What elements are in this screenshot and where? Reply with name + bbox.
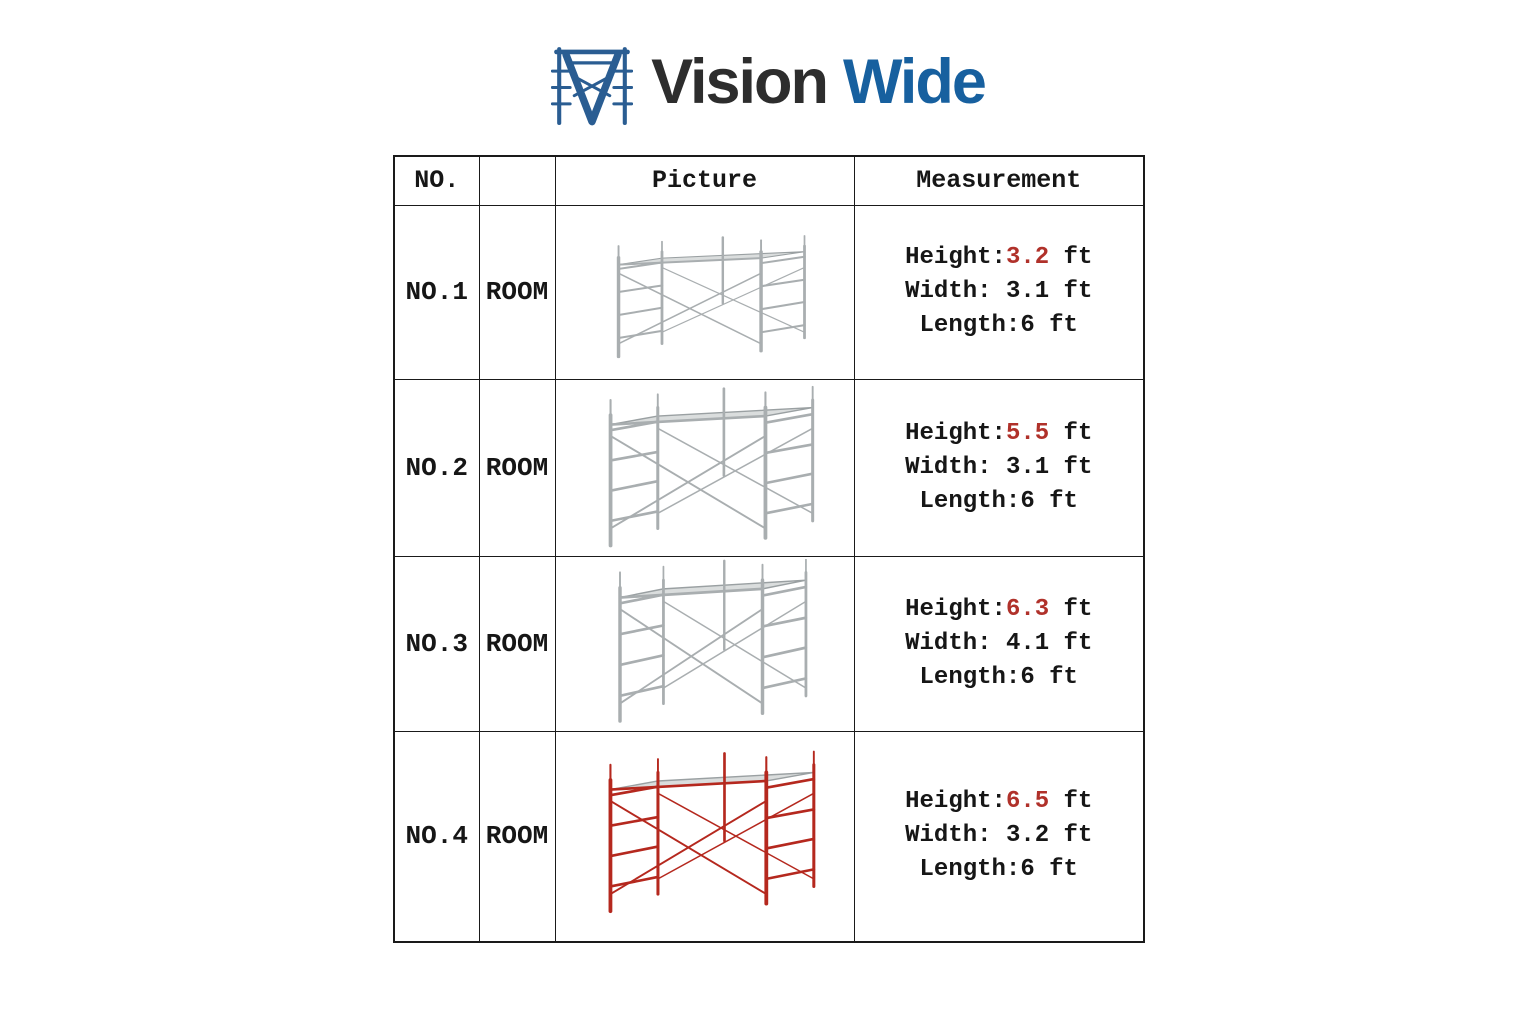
scaffold-product-image <box>608 384 815 547</box>
measure-value-width: 3.2 <box>1005 822 1050 850</box>
product-no: NO.3 <box>393 555 480 732</box>
measure-label: Length: <box>919 312 1021 339</box>
measure-value-length: 6 <box>1020 856 1035 884</box>
measure-label: Width: <box>905 822 1006 850</box>
scaffold-product-image <box>617 558 808 723</box>
table-row: NO.4 ROOM Height:6.5 ft Width: 3.2 ft Le… <box>393 730 1145 943</box>
measure-unit: ft <box>1049 244 1093 271</box>
product-type: ROOM <box>478 204 556 380</box>
measure-label: Width: <box>905 629 1006 657</box>
width-line: Width: 3.1 ft <box>855 275 1143 309</box>
product-picture-cell <box>554 204 855 380</box>
table-row: NO.3 ROOM Height:6.3 ft Width: 4.1 ft Le… <box>393 555 1145 732</box>
width-line: Width: 3.2 ft <box>855 819 1143 853</box>
measurement-cell: Height:6.3 ft Width: 4.1 ft Length:6 ft <box>853 555 1145 732</box>
product-type: ROOM <box>478 730 556 943</box>
measure-unit: ft <box>1034 312 1078 339</box>
table-row: NO.2 ROOM Height:5.5 ft Width: 3.1 ft Le… <box>393 378 1145 557</box>
brand-name-primary: Vision <box>651 47 829 117</box>
measure-value-width: 3.1 <box>1005 453 1050 481</box>
measure-value-height: 3.2 <box>1005 244 1050 271</box>
length-line: Length:6 ft <box>855 485 1143 519</box>
measure-label: Length: <box>919 487 1021 515</box>
measure-label: Height: <box>905 595 1006 623</box>
table-row: NO.1 ROOM Height:3.2 ft Width: 3.1 ft Le… <box>393 204 1145 380</box>
scaffold-product-image <box>616 234 806 359</box>
measure-unit: ft <box>1034 487 1078 515</box>
measure-value-width: 4.1 <box>1005 629 1050 657</box>
scaffold-logo-icon <box>551 47 634 126</box>
measure-label: Width: <box>905 278 1006 305</box>
col-header-type <box>478 155 556 206</box>
measure-value-length: 6 <box>1020 487 1035 515</box>
product-picture-cell <box>554 378 855 557</box>
length-line: Length:6 ft <box>855 661 1143 695</box>
measure-unit: ft <box>1034 856 1078 884</box>
product-type: ROOM <box>478 378 556 557</box>
height-line: Height:3.2 ft <box>855 241 1143 275</box>
measure-unit: ft <box>1049 822 1093 850</box>
height-line: Height:5.5 ft <box>855 417 1143 451</box>
measure-label: Height: <box>905 244 1006 271</box>
product-no: NO.2 <box>393 378 480 557</box>
measure-value-height: 6.3 <box>1005 595 1050 623</box>
col-header-picture: Picture <box>554 155 855 206</box>
col-header-measurement: Measurement <box>853 155 1145 206</box>
measure-label: Height: <box>905 788 1006 816</box>
measure-unit: ft <box>1049 453 1093 481</box>
measure-label: Length: <box>919 663 1021 691</box>
scaffold-product-image <box>608 749 816 914</box>
measurement-cell: Height:3.2 ft Width: 3.1 ft Length:6 ft <box>853 204 1145 380</box>
measure-unit: ft <box>1034 663 1078 691</box>
col-header-no: NO. <box>393 155 480 206</box>
product-picture-cell <box>554 730 855 943</box>
width-line: Width: 4.1 ft <box>855 627 1143 661</box>
measurement-cell: Height:5.5 ft Width: 3.1 ft Length:6 ft <box>853 378 1145 557</box>
measure-unit: ft <box>1049 595 1093 623</box>
height-line: Height:6.3 ft <box>855 593 1143 627</box>
product-no: NO.1 <box>393 204 480 380</box>
measure-value-height: 6.5 <box>1005 788 1050 816</box>
measure-label: Height: <box>905 419 1006 447</box>
brand-name-secondary: Wide <box>842 47 987 117</box>
measurement-cell: Height:6.5 ft Width: 3.2 ft Length:6 ft <box>853 730 1145 943</box>
measure-unit: ft <box>1049 278 1093 305</box>
product-spec-table: NO. Picture Measurement NO.1 ROOM <box>393 155 1145 943</box>
measure-value-length: 6 <box>1020 312 1035 339</box>
measure-label: Length: <box>919 856 1021 884</box>
measure-value-width: 3.1 <box>1005 278 1050 305</box>
length-line: Length:6 ft <box>855 309 1143 343</box>
product-picture-cell <box>554 555 855 732</box>
length-line: Length:6 ft <box>855 853 1143 887</box>
product-type: ROOM <box>478 555 556 732</box>
height-line: Height:6.5 ft <box>855 785 1143 819</box>
product-no: NO.4 <box>393 730 480 943</box>
measure-value-length: 6 <box>1020 663 1035 691</box>
measure-unit: ft <box>1049 629 1093 657</box>
measure-value-height: 5.5 <box>1005 419 1050 447</box>
table-header-row: NO. Picture Measurement <box>393 155 1145 206</box>
measure-label: Width: <box>905 453 1006 481</box>
measure-unit: ft <box>1049 788 1093 816</box>
width-line: Width: 3.1 ft <box>855 451 1143 485</box>
measure-unit: ft <box>1049 419 1093 447</box>
